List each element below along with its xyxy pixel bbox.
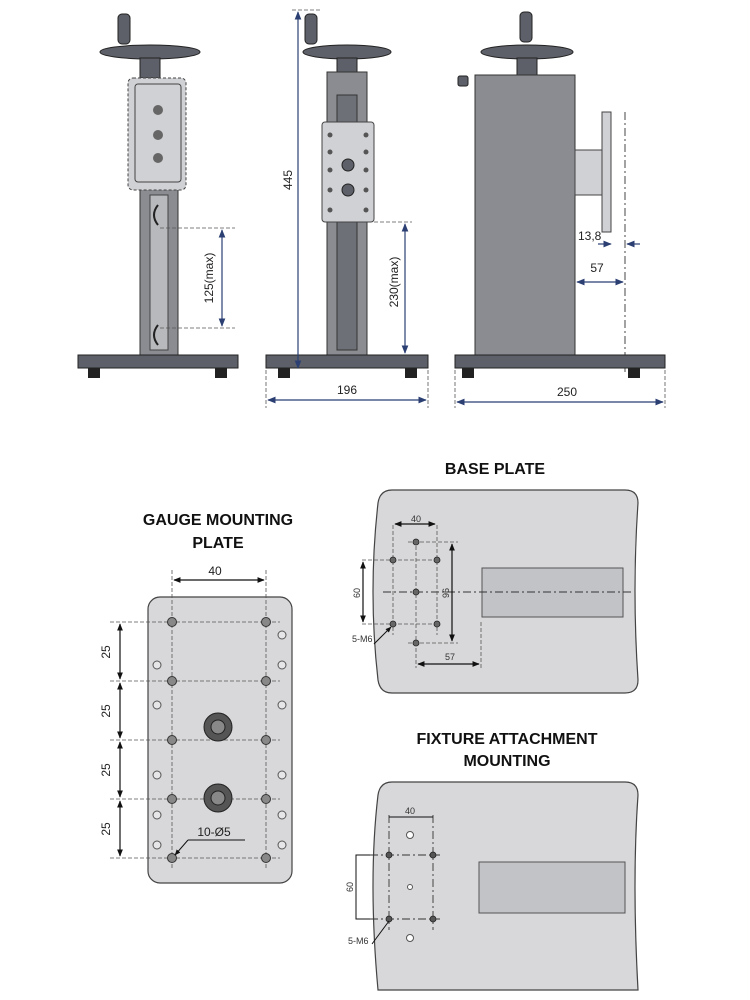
spindle [139, 57, 161, 79]
gauge-mounting-plate: GAUGE MOUNTING PLATE 40 25 25 25 25 [99, 512, 293, 884]
pitch-label-4: 25 [99, 822, 113, 836]
fixture-boss [574, 149, 603, 196]
hook-icon [153, 204, 159, 346]
fixture-offset-label: 57 [590, 261, 604, 275]
body [474, 74, 576, 356]
fixture-height-label: 60 [345, 882, 355, 892]
fixture-thread-label: 5-M6 [348, 936, 369, 946]
front-view: 125(max) [77, 13, 239, 378]
base [77, 354, 239, 369]
gauge-plate-title-1: GAUGE MOUNTING [143, 512, 293, 529]
fixture-title-2: MOUNTING [463, 753, 550, 770]
mounting-knob [203, 712, 233, 813]
base-plate: BASE PLATE 40 60 96 57 5-M6 [352, 461, 639, 694]
column-slot [149, 194, 169, 351]
fixture-width-label: 40 [405, 806, 415, 816]
slot [478, 861, 626, 914]
fixture-title-1: FIXTURE ATTACHMENT [416, 731, 597, 748]
base-outer-label: 96 [441, 588, 451, 598]
handwheel [302, 44, 392, 60]
gauge-width-label: 40 [208, 564, 222, 578]
front-travel-label: 125(max) [202, 253, 216, 304]
base-plate-title: BASE PLATE [445, 461, 545, 478]
fixture-plate [601, 111, 612, 233]
total-height-label: 445 [281, 170, 295, 190]
handwheel [99, 44, 201, 60]
side-travel-label: 230(max) [387, 257, 401, 308]
profile-view: 13,8 57 250 [454, 11, 666, 408]
depth-label: 250 [557, 385, 577, 399]
gauge-plate [321, 121, 375, 223]
base-height-label: 60 [352, 588, 362, 598]
base-thread-label: 5-M6 [352, 634, 373, 644]
pitch-label-2: 25 [99, 704, 113, 718]
fixture-attachment-mounting: FIXTURE ATTACHMENT MOUNTING 40 60 5-M6 [345, 731, 639, 991]
base [265, 354, 429, 369]
offset-label: 13,8 [578, 229, 602, 243]
slot [481, 567, 624, 618]
handwheel [480, 44, 574, 60]
lock-knob [457, 75, 469, 87]
base [454, 354, 666, 369]
holes-label: 10-Ø5 [197, 825, 231, 839]
base-width-label: 40 [411, 514, 421, 524]
pitch-label-3: 25 [99, 763, 113, 777]
base-width-label: 196 [337, 383, 357, 397]
pitch-label-1: 25 [99, 645, 113, 659]
base-offset-label: 57 [445, 652, 455, 662]
crank-handle [117, 13, 131, 45]
side-view: 445 230(max) 196 [265, 9, 429, 408]
gauge-plate-title-2: PLATE [192, 535, 244, 552]
